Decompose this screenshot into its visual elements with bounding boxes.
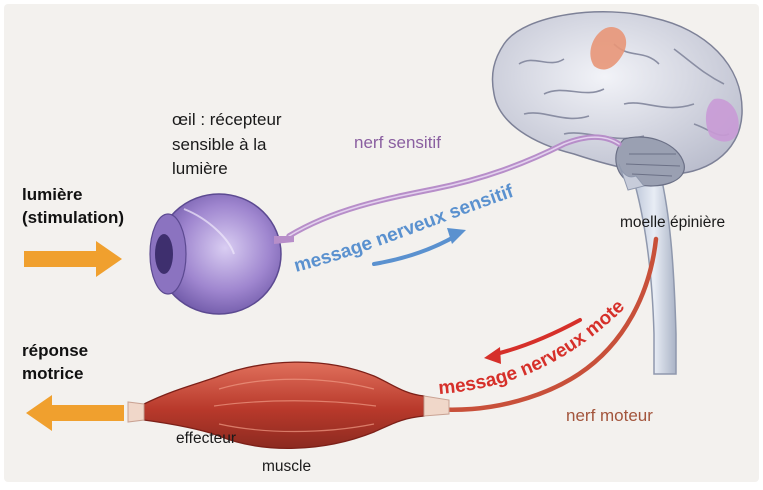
response-line-2: motrice [22, 363, 88, 386]
muscle-label: muscle [262, 456, 311, 478]
eye-receptor-line-2: sensible à la [172, 133, 282, 158]
stimulus-arrow-icon [24, 241, 122, 277]
response-label: réponse motrice [22, 340, 88, 386]
stimulus-line-1: lumière [22, 184, 124, 207]
sensory-nerve-label: nerf sensitif [354, 131, 441, 156]
brain [492, 12, 742, 190]
effector-label: effecteur [176, 428, 236, 450]
reflex-diagram: message nerveux sensitif message nerveux… [4, 4, 759, 482]
eye-receptor-label: œil : récepteur sensible à la lumière [172, 108, 282, 182]
stimulus-label: lumière (stimulation) [22, 184, 124, 230]
spinal-cord [632, 172, 676, 374]
eye-receptor-line-3: lumière [172, 157, 282, 182]
stimulus-line-2: (stimulation) [22, 207, 124, 230]
spinal-cord-label: moelle épinière [620, 212, 725, 234]
eye-illustration [150, 194, 294, 314]
response-arrow-icon [26, 395, 124, 431]
motor-nerve-label: nerf moteur [566, 404, 653, 429]
response-line-1: réponse [22, 340, 88, 363]
eye-receptor-line-1: œil : récepteur [172, 108, 282, 133]
